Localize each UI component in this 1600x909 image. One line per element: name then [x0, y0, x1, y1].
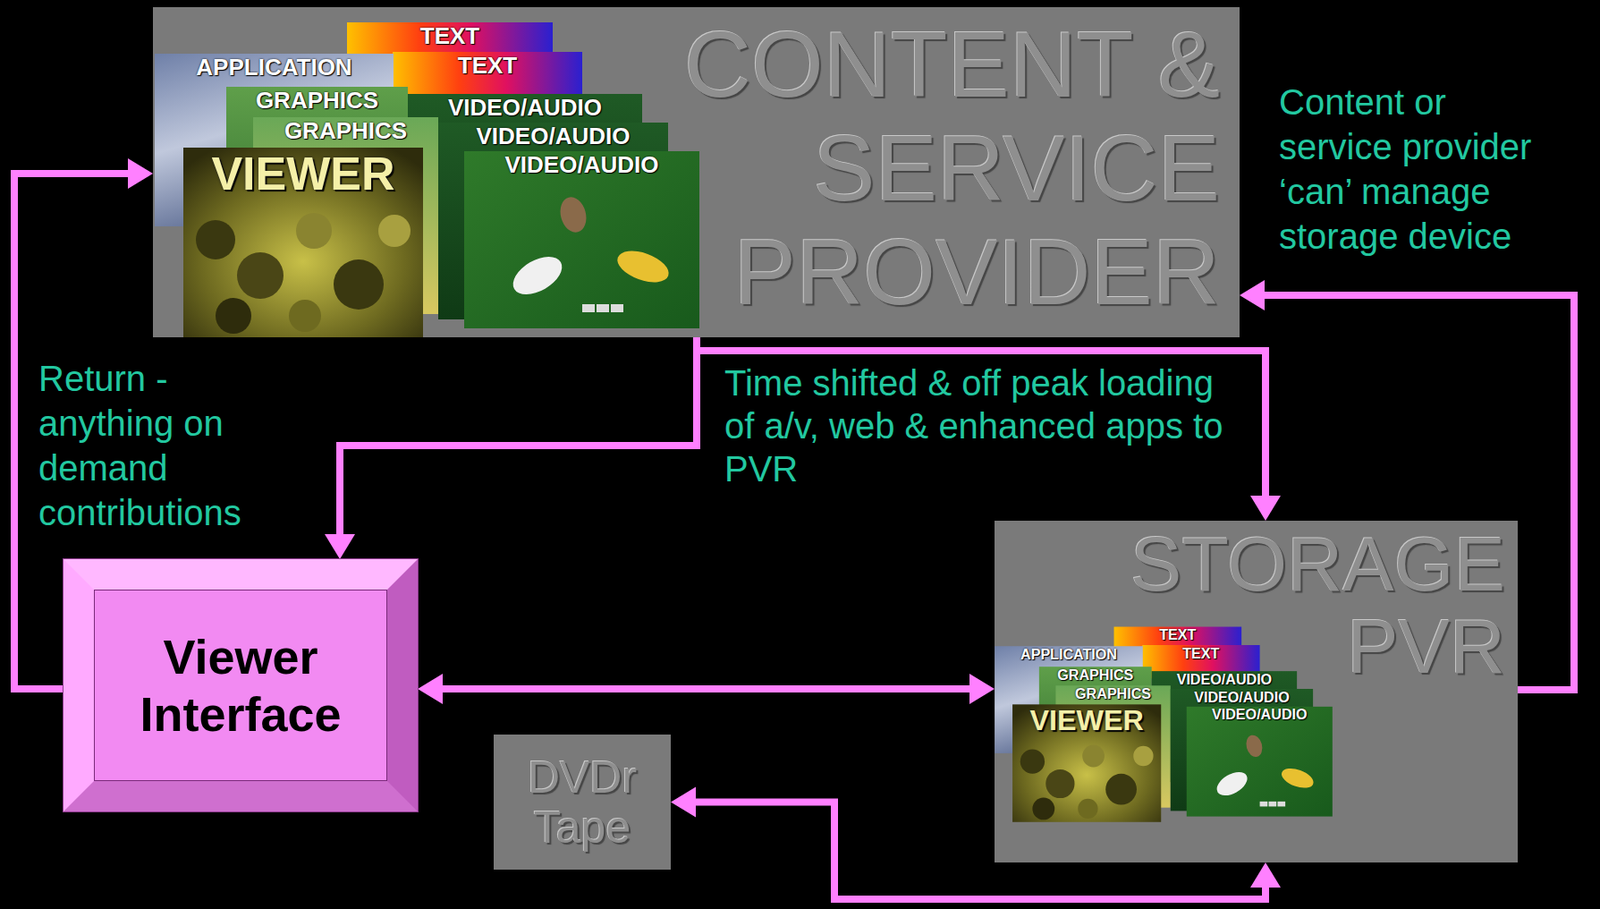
connector-arrow [417, 673, 995, 704]
illustration-part [994, 626, 1333, 822]
connector-arrow [696, 337, 1281, 521]
label-slot: Content or service provider ‘can’ manage… [1278, 79, 1561, 259]
thumbnail-caption: TEXT [457, 51, 517, 79]
connector-line [442, 685, 970, 693]
thumbnail-caption: TEXT [1159, 626, 1196, 643]
arrow-head [417, 673, 443, 704]
thumbnail-caption: GRAPHICS [255, 86, 379, 114]
arrow-head [127, 158, 153, 189]
arrow-head [1250, 495, 1281, 521]
label-slot: TEXT [392, 52, 583, 79]
edge-label: Return - anything on demand contribution… [38, 355, 298, 535]
thumbnail-caption: VIDEO/AUDIO [1211, 705, 1308, 722]
connector-line [339, 337, 697, 534]
label-slot: APPLICATION [154, 54, 394, 81]
edge-label: Content or service provider ‘can’ manage… [1278, 79, 1561, 259]
illustration-part [154, 22, 700, 338]
label-slot: Return - anything on demand contribution… [38, 355, 298, 535]
thumbnail-caption: APPLICATION [195, 53, 352, 81]
dvd-tape-box: DVDr Tape [493, 734, 671, 870]
node-title: STORAGE PVR [1102, 522, 1506, 687]
arrow-head [969, 673, 995, 704]
node-title: CONTENT & SERVICE PROVIDER [647, 12, 1220, 324]
thumbnail-caption: VIDEO/AUDIO [1176, 670, 1273, 687]
connector-line [696, 337, 1266, 496]
thumbnail-caption: VIDEO/AUDIO [505, 151, 660, 178]
arrow-head [324, 533, 356, 559]
label-slot: GRAPHICS [1055, 685, 1170, 703]
connector-arrow [324, 337, 697, 559]
node-title: Viewer Interface [106, 627, 375, 743]
label-slot: APPLICATION [994, 646, 1143, 663]
label-slot: VIDEO/AUDIO [1170, 689, 1313, 706]
label-slot: GRAPHICS [1039, 667, 1152, 684]
thumbnail-caption: GRAPHICS [1075, 685, 1152, 702]
label-slot: TEXT [347, 23, 553, 50]
label-slot: VIDEO/AUDIO [1151, 671, 1297, 688]
label-slot: GRAPHICS [226, 87, 408, 114]
viewer-interface-box: Viewer Interface [63, 558, 418, 812]
thumbnail-caption: GRAPHICS [284, 117, 407, 144]
label-slot: VIDEO/AUDIO [407, 94, 643, 121]
node-title: DVDr Tape [515, 752, 650, 853]
label-slot: VIDEO/AUDIO [464, 152, 700, 178]
arrow-head [1250, 862, 1281, 888]
thumbnail-caption: VIDEO/AUDIO [476, 122, 631, 150]
thumbnail-caption: APPLICATION [1020, 645, 1118, 662]
thumbnail-caption: VIDEO/AUDIO [1193, 688, 1290, 705]
label-slot: VIDEO/AUDIO [1186, 706, 1333, 723]
arrow-head [1239, 279, 1265, 311]
thumbnail-caption: VIDEO/AUDIO [448, 93, 602, 121]
label-slot: VIEWER [1012, 704, 1161, 737]
thumbnail-caption: TEXT [1182, 644, 1220, 661]
label-slot: TEXT [1142, 645, 1260, 662]
edge-label: Time shifted & off peak loading of a/v, … [724, 361, 1248, 491]
label-slot: GRAPHICS [253, 118, 439, 144]
thumbnail-caption: VIEWER [1030, 703, 1144, 737]
label-slot: Time shifted & off peak loading of a/v, … [724, 361, 1248, 491]
thumbnail-caption: GRAPHICS [1057, 666, 1134, 683]
label-slot: VIEWER [183, 148, 424, 200]
arrow-head [670, 787, 696, 818]
label-slot: VIDEO/AUDIO [438, 123, 669, 150]
thumbnail-caption: VIEWER [211, 147, 395, 200]
label-slot: TEXT [1114, 626, 1243, 644]
thumbnail-caption: TEXT [420, 22, 480, 50]
